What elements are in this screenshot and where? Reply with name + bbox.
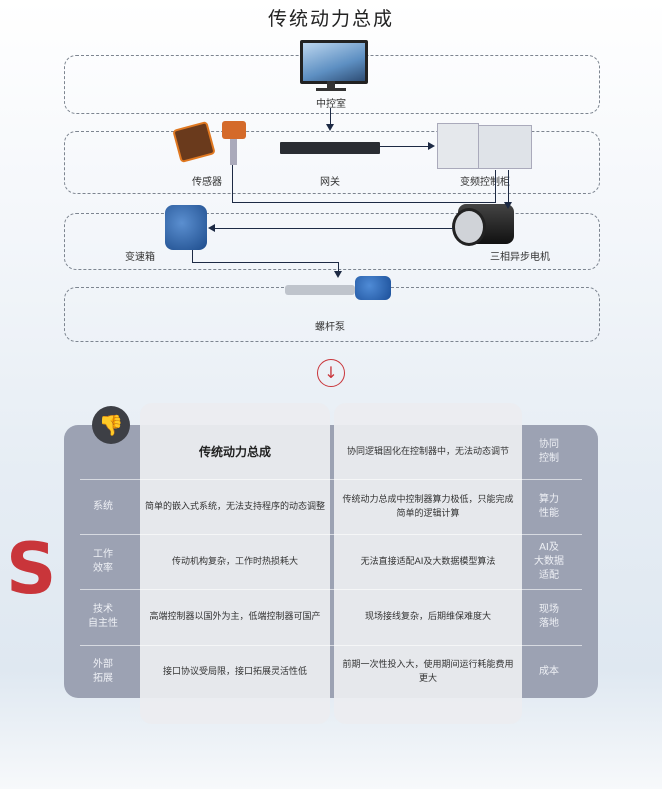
monitor-icon — [300, 40, 368, 84]
right-row-text: 前期一次性投入大，使用期间运行耗能费用 更大 — [342, 660, 514, 684]
monitor-stand-icon — [327, 81, 335, 89]
left-row-category: 系统 — [93, 501, 113, 512]
left-row-category: 工作 效率 — [93, 549, 113, 574]
pump-motor-icon — [355, 276, 391, 300]
control-layer-zone — [64, 131, 600, 194]
left-row-text: 简单的嵌入式系统，无法支持程序的动态调整 — [144, 502, 325, 512]
right-row-category: 现场 落地 — [539, 604, 559, 629]
gateway-icon — [280, 142, 380, 154]
right-row-text: 协同逻辑固化在控制器中，无法动态调节 — [346, 447, 509, 457]
connector-line — [232, 165, 233, 203]
left-row-text: 高端控制器以国外为主，低端控制器可国产 — [149, 612, 321, 622]
right-row-category: AI及 大数据 适配 — [534, 542, 564, 581]
arrow-left-icon — [208, 224, 215, 232]
arrow-down-icon — [334, 271, 342, 278]
pump-zone — [64, 287, 600, 342]
motor-face-icon — [452, 208, 486, 246]
left-row-category: 技术 自主性 — [88, 604, 118, 629]
sensor-label: 传感器 — [192, 177, 222, 188]
right-row-category: 成本 — [539, 666, 559, 677]
left-row-category: 外部 拓展 — [93, 659, 113, 684]
right-row-text: 传统动力总成中控制器算力极低，只能完成 简单的逻辑计算 — [342, 495, 514, 519]
drive-layer-zone — [64, 213, 600, 270]
connector-line — [192, 262, 338, 263]
gearbox-label: 变速箱 — [125, 252, 155, 263]
gearbox-icon — [165, 205, 207, 250]
thumbs-down-icon: 👎 — [92, 406, 130, 444]
row-divider — [80, 589, 582, 590]
row-divider — [80, 645, 582, 646]
right-row-category: 协同 控制 — [539, 439, 559, 464]
control-room-label: 中控室 — [316, 99, 346, 110]
left-card — [140, 403, 330, 724]
sensor-probe-icon — [222, 121, 246, 139]
connector-line — [495, 170, 496, 203]
sensor-probe-stem-icon — [230, 139, 237, 165]
arrow-down-icon — [326, 124, 334, 131]
left-row-text: 接口协议受局限，接口拓展灵活性低 — [162, 667, 307, 677]
motor-label: 三相异步电机 — [490, 252, 550, 263]
row-divider — [80, 534, 582, 535]
left-row-text: 传动机构复杂，工作时热损耗大 — [171, 557, 298, 567]
screw-pump-icon — [285, 285, 355, 295]
screw-pump-label: 螺杆泵 — [315, 322, 345, 333]
right-row-text: 无法直接适配AI及大数据模型算法 — [360, 557, 496, 567]
connector-line — [215, 228, 453, 229]
down-arrow-circle-icon: ↓ — [317, 359, 345, 387]
gateway-label: 网关 — [320, 177, 340, 188]
connector-line — [232, 202, 496, 203]
vfd-cabinet-icon — [437, 123, 479, 169]
monitor-base-icon — [316, 88, 346, 91]
right-card — [334, 403, 522, 724]
arrow-right-icon — [428, 142, 435, 150]
connector-line — [192, 250, 193, 262]
connector-line — [380, 146, 430, 147]
page-title: 传统动力总成 — [267, 8, 394, 30]
arrow-down-icon — [504, 202, 512, 209]
connector-line — [330, 108, 331, 125]
connector-line — [508, 170, 509, 203]
right-row-category: 算力 性能 — [539, 494, 559, 519]
vfd-cabinet-label: 变频控制柜 — [460, 177, 510, 188]
right-row-text: 现场接线复杂，后期维保难度大 — [364, 612, 491, 622]
table-header: 传统动力总成 — [198, 445, 271, 459]
side-letter-logo: S — [6, 528, 57, 610]
vfd-cabinet-icon-2 — [478, 125, 532, 169]
row-divider — [80, 479, 582, 480]
connector-line — [338, 262, 339, 272]
